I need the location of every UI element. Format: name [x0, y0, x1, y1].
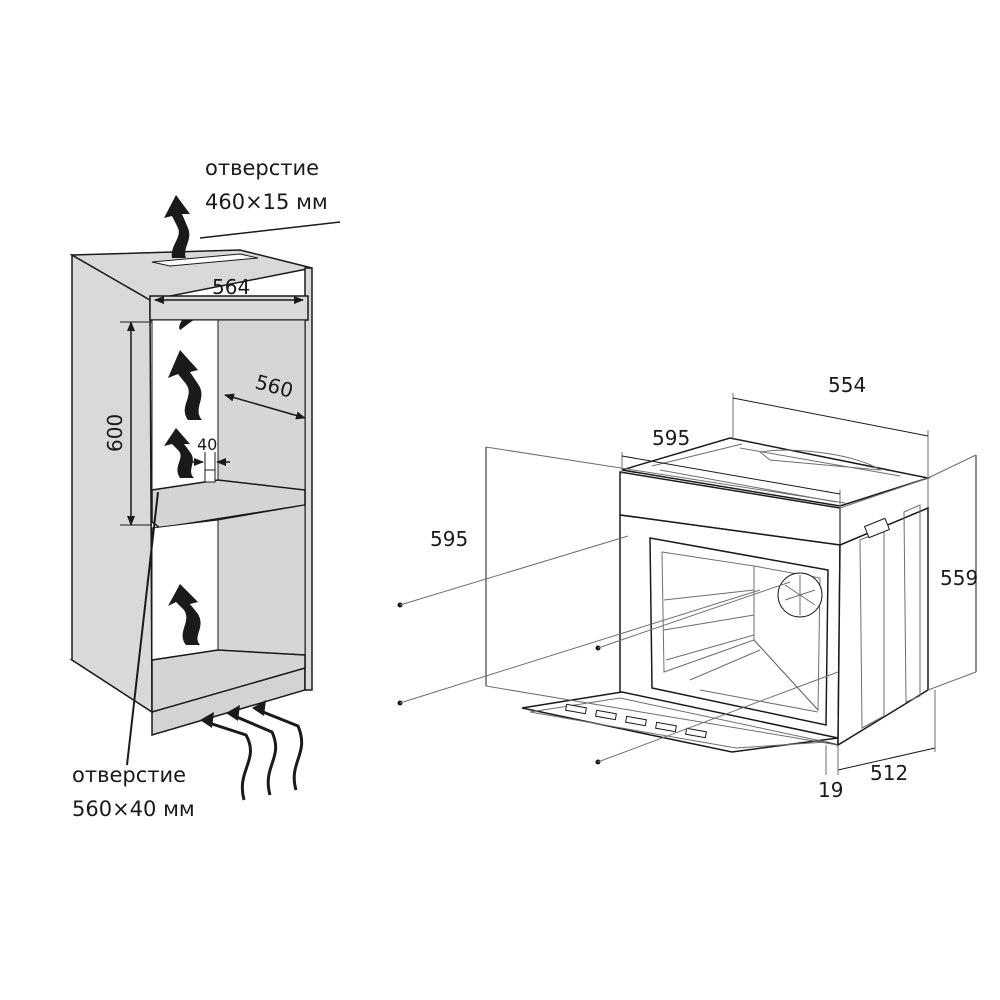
top-vent-label-line2: 460×15 мм [205, 190, 328, 214]
dim-oven-body-depth: 512 [870, 761, 908, 785]
dim-oven-door-thickness: 19 [818, 778, 843, 802]
airflow-arrow-lower [168, 584, 201, 645]
airflow-arrow-upper-2 [164, 428, 194, 478]
bottom-vent-label-line1: отверстие [72, 763, 186, 787]
incoming-air-arrows [200, 700, 304, 801]
dim-oven-front-height: 595 [430, 527, 468, 551]
cabinet-right-frame [304, 267, 313, 691]
oven-dimension-lines [485, 393, 977, 775]
dim-cabinet-height: 600 [103, 414, 127, 452]
bottom-vent-label-line2: 560×40 мм [72, 797, 195, 821]
dim-oven-side-height: 559 [940, 566, 978, 590]
side-handle [863, 517, 891, 539]
airflow-arrow-top [164, 195, 190, 258]
oven-side-panel [837, 506, 929, 747]
dim-cabinet-width: 564 [212, 275, 250, 299]
lower-niche-floor [151, 649, 306, 713]
door-slots [565, 703, 707, 739]
dim-oven-top-depth: 554 [828, 373, 866, 397]
oven-leaders [397, 535, 839, 765]
cabinet-drawing: 564 560 600 40 отверстие 460×15 мм отвер… [69, 156, 341, 821]
shelf-vent-gap [204, 469, 216, 483]
dim-vent-gap: 40 [197, 435, 217, 454]
top-vent-label-line1: отверстие [205, 156, 319, 180]
airflow-arrow-upper-1 [168, 350, 202, 420]
lower-niche-side [217, 504, 306, 656]
top-vent-opening [151, 253, 259, 267]
oven-door [521, 691, 839, 753]
airflow-arrow-upper-stub [179, 320, 194, 330]
dim-oven-front-width: 595 [652, 426, 690, 450]
airflow-arrows [164, 195, 202, 645]
oven-drawing: 554 595 595 559 512 19 [397, 373, 978, 802]
convection-fan-icon [777, 572, 823, 618]
